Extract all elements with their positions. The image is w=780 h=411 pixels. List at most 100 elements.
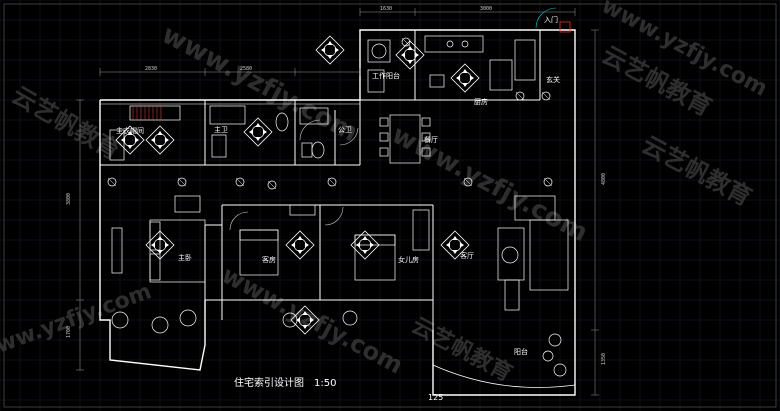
index-marker-circle — [323, 43, 337, 57]
index-marker-arrow — [164, 242, 169, 248]
index-marker-arrow — [407, 59, 413, 64]
room-label-dining: 餐厅 — [424, 135, 438, 144]
index-marker-diamond — [350, 230, 380, 260]
index-marker-arrow — [362, 249, 368, 254]
index-markers — [107, 35, 553, 335]
index-marker-circle — [458, 71, 472, 85]
index-marker-arrow — [164, 137, 169, 143]
index-marker-arrow — [297, 249, 303, 254]
sheet-frame — [3, 3, 777, 408]
entrance-label: 入门 — [544, 15, 558, 24]
doors — [229, 7, 571, 231]
index-marker-arrow — [121, 137, 126, 143]
index-marker-arrow — [327, 41, 333, 46]
room-label-foyer: 玄关 — [546, 75, 560, 84]
light-fixture-symbol — [515, 91, 525, 101]
room-label-balcony: 阳台 — [514, 347, 528, 356]
index-marker-arrow — [446, 242, 451, 248]
index-marker-diamond — [285, 230, 315, 260]
room-label-public-bath: 公卫 — [338, 126, 352, 134]
light-fixture-cross — [515, 91, 525, 101]
light-fixture-cross — [177, 177, 187, 187]
index-marker-diamond — [115, 125, 145, 155]
light-fixture-symbol — [267, 180, 277, 190]
index-marker-diamond — [450, 63, 480, 93]
index-marker-arrow — [302, 311, 308, 316]
index-marker-arrow — [302, 324, 308, 329]
index-marker — [145, 230, 175, 260]
watermark-brand: 云艺帆教育 — [637, 131, 756, 212]
index-marker-arrow — [255, 123, 261, 128]
index-marker — [440, 230, 470, 260]
index-marker-arrow — [452, 249, 458, 254]
watermark-url: www.yzfjy.com — [157, 20, 363, 149]
dim-top-2: 3000 — [480, 6, 492, 12]
index-marker-arrow — [414, 52, 419, 58]
index-marker-circle — [448, 238, 462, 252]
index-marker — [243, 117, 273, 147]
light-fixture-symbol — [401, 37, 411, 47]
index-marker-diamond — [145, 230, 175, 260]
watermark-brand: 云艺帆教育 — [7, 81, 125, 165]
index-marker — [285, 230, 315, 260]
dim-left-1: 3800 — [66, 193, 72, 205]
index-marker-diamond — [145, 125, 175, 155]
light-fixture-cross — [463, 177, 473, 187]
index-marker-circle — [403, 48, 417, 62]
index-marker-arrow — [304, 242, 309, 248]
dim-top-3: 2830 — [145, 66, 157, 72]
index-marker-arrow — [334, 47, 339, 53]
watermark-url: www.yzfjy.com — [0, 279, 155, 365]
index-marker — [350, 230, 380, 260]
watermarks: www.yzfjy.com www.yzfjy.com www.yzfjy.co… — [0, 0, 771, 387]
index-marker-diamond — [395, 40, 425, 70]
index-marker-arrow — [327, 54, 333, 59]
index-marker-arrow — [151, 242, 156, 248]
light-fixture-cross — [267, 180, 277, 190]
index-marker-diamond — [290, 305, 320, 335]
light-fixture-cross — [543, 177, 553, 187]
index-marker-arrow — [452, 236, 458, 241]
room-label-master-closet: 主衣帽间 — [116, 126, 144, 135]
inner-walls — [100, 30, 541, 330]
index-marker-arrow — [356, 242, 361, 248]
dim-right-1: 4800 — [601, 173, 607, 185]
light-fixture-symbol — [543, 177, 553, 187]
light-fixture-symbol — [541, 91, 551, 101]
index-marker-arrow — [407, 46, 413, 51]
index-marker-arrow — [127, 144, 133, 149]
index-marker — [450, 63, 480, 93]
index-marker — [315, 35, 345, 65]
index-marker-circle — [251, 125, 265, 139]
index-marker-arrow — [157, 236, 163, 241]
index-marker-arrow — [157, 249, 163, 254]
outer-walls — [99, 29, 576, 396]
room-label-daughter-room: 女儿房 — [398, 255, 419, 264]
light-fixture-cross — [235, 177, 245, 187]
room-label-guest-room: 客房 — [262, 255, 276, 264]
index-marker-arrow — [157, 131, 163, 136]
dimension-labels: 1630 3000 2830 2580 3800 1700 4800 1350 — [66, 6, 607, 365]
light-fixture-symbol — [327, 177, 337, 187]
index-marker-arrow — [151, 137, 156, 143]
index-marker-arrow — [469, 75, 474, 81]
index-marker-arrow — [297, 236, 303, 241]
index-marker-arrow — [255, 136, 261, 141]
index-marker-arrow — [369, 242, 374, 248]
drawing-title: 住宅索引设计图 — [234, 376, 304, 389]
light-fixture-cross — [541, 91, 551, 101]
room-labels: 主衣帽间 主卫 工作阳台 厨房 玄关 公卫 餐厅 主卧 客房 女儿房 客厅 阳台 — [116, 71, 560, 356]
index-marker-arrow — [459, 242, 464, 248]
room-label-laundry: 工作阳台 — [372, 71, 400, 80]
light-fixture-symbol — [235, 177, 245, 187]
index-marker-arrow — [362, 236, 368, 241]
index-marker — [145, 125, 175, 155]
index-marker-arrow — [321, 47, 326, 53]
light-fixture-symbol — [107, 177, 117, 187]
index-marker-diamond — [440, 230, 470, 260]
light-fixture-cross — [327, 177, 337, 187]
room-label-kitchen: 厨房 — [474, 97, 488, 106]
index-marker-diamond — [315, 35, 345, 65]
light-fixture-cross — [401, 37, 411, 47]
